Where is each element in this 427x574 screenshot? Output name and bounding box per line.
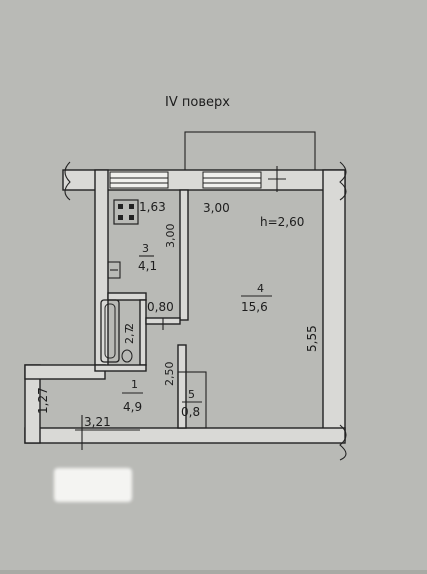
redaction-patch [54,468,132,502]
windows [109,166,286,192]
partitions [94,189,207,429]
living-length: 5,55 [305,325,319,352]
hall-width: 3,21 [84,415,111,429]
bathtub-icon [100,299,120,363]
closet-area: 0,8 [181,405,200,419]
bathroom-number: 2 [123,323,136,330]
living-width: 3,00 [203,201,230,215]
kitchen-area: 4,1 [138,259,157,273]
hall-length: 2,50 [163,362,176,387]
kitchen-width: 1,63 [139,200,166,214]
wall-break-marks [64,161,347,461]
living-area: 15,6 [241,300,268,314]
toilet-icon [121,349,133,363]
sink-icon [107,261,121,279]
ceiling-height: h=2,60 [260,215,304,229]
dimension-lines [75,318,164,450]
hall-area: 4,9 [123,400,142,414]
kitchen-number: 3 [142,242,149,255]
hall-number: 1 [131,378,138,391]
hall-side: 1,27 [36,387,50,414]
closet-number: 5 [188,388,195,401]
kitchen-length: 3,00 [164,224,177,249]
floor-label: IV поверх [165,95,230,110]
living-number: 4 [257,282,264,295]
bathroom-area: 2,7 [123,327,136,345]
stove-icon [113,199,139,225]
bathroom-width: 0,80 [147,300,174,314]
